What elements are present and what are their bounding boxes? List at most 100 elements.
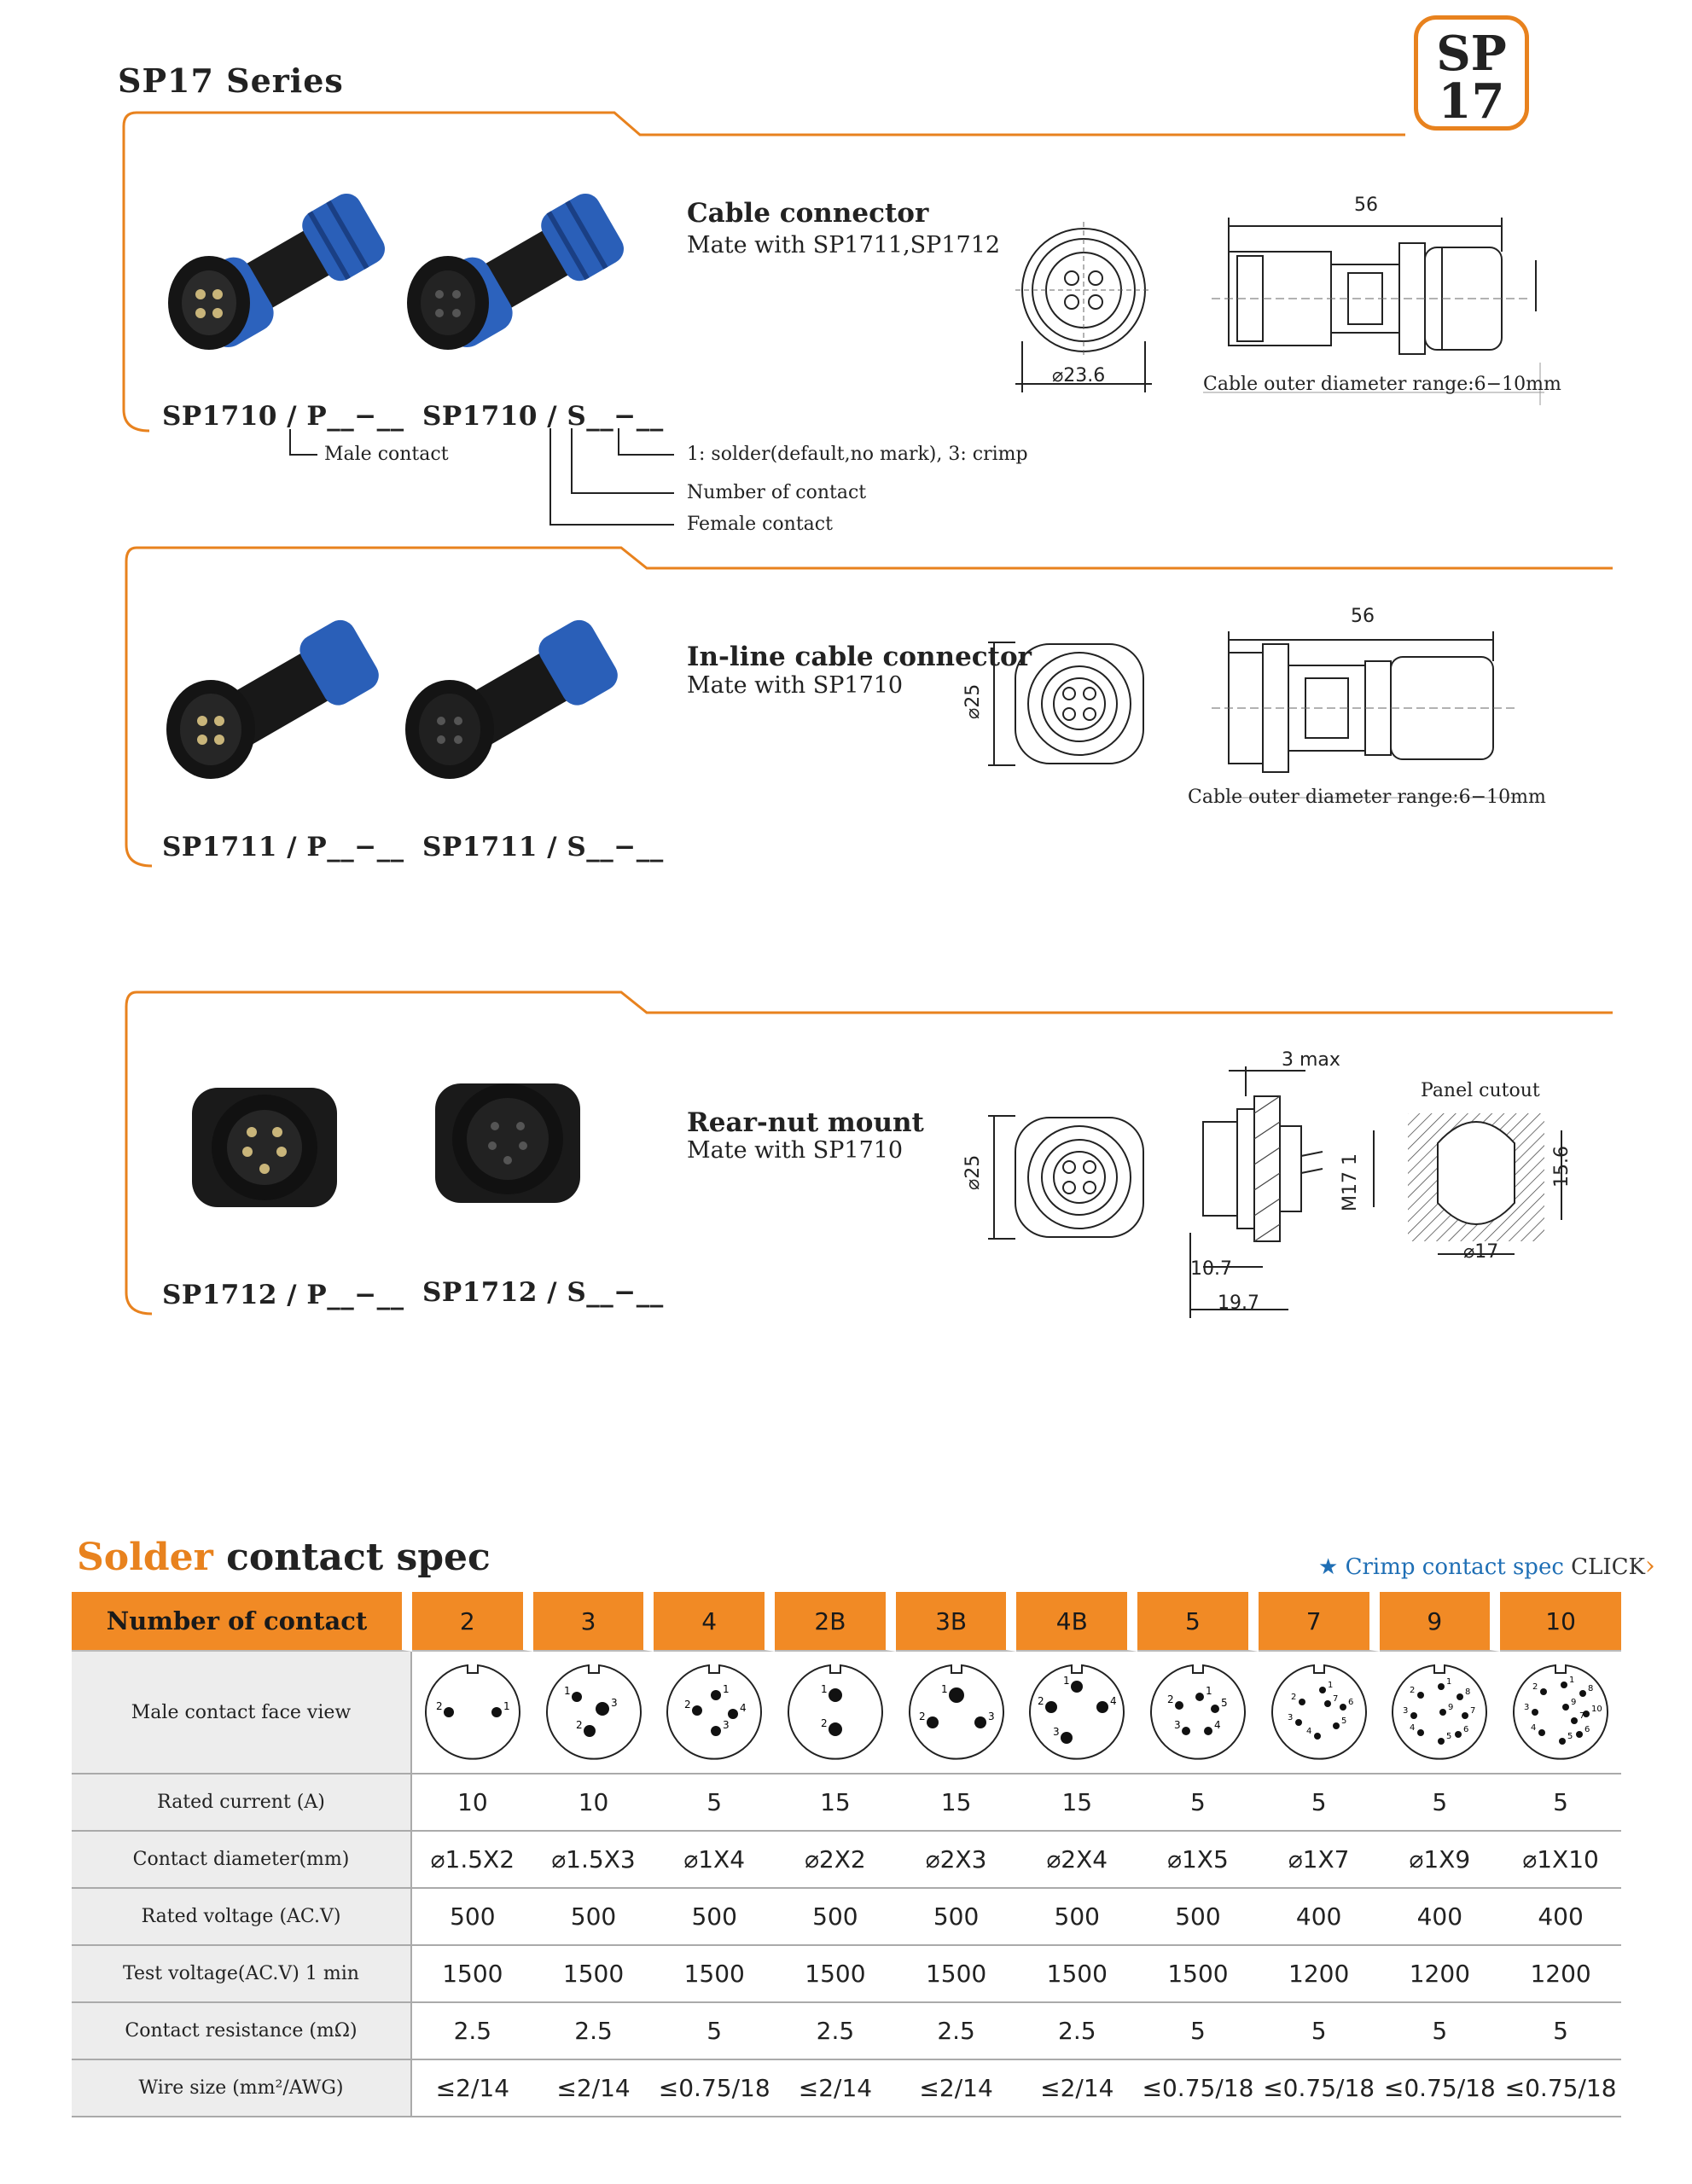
contact-pin	[728, 1709, 739, 1719]
col-header: 7	[1258, 1592, 1380, 1652]
pin-number: 1	[821, 1683, 828, 1695]
spec-cell: 500	[895, 1889, 1017, 1946]
drawing-front-view-sp1710	[1015, 222, 1152, 392]
note-male-contact: Male contact	[324, 444, 449, 465]
contact-pin	[948, 1687, 964, 1703]
contact-pin	[1181, 1727, 1190, 1735]
series-badge: SP 17	[1414, 15, 1529, 131]
panel-cutout-label: Panel cutout	[1421, 1080, 1540, 1101]
spec-cell: ≤2/14	[775, 2060, 896, 2117]
spec-cell: 500	[1137, 1889, 1259, 1946]
spec-cell: 1500	[654, 1946, 776, 2003]
spec-cell: 5	[1258, 1774, 1380, 1832]
spec-title: Solder contact spec	[77, 1536, 491, 1579]
dim-diameter-sp1711: ⌀25	[962, 683, 984, 719]
contact-pin	[1071, 1681, 1084, 1693]
series-title: SP17 Series	[118, 61, 344, 100]
spec-cell: 400	[1500, 1889, 1621, 1946]
product-photo-sp1712-female	[435, 1083, 580, 1203]
spec-cell: 1500	[1137, 1946, 1259, 2003]
panel-height-dim: 15.6	[1551, 1146, 1573, 1188]
drawing-front-view-sp1711	[988, 642, 1144, 766]
pin-number: 1	[1446, 1677, 1451, 1687]
drawing-front-view-sp1712	[988, 1115, 1144, 1240]
contact-pin	[1318, 1687, 1326, 1693]
crimp-spec-label: Crimp contact spec	[1345, 1554, 1564, 1580]
section-frame-lines	[122, 111, 1613, 1316]
row-label: Male contact face view	[72, 1652, 412, 1774]
contact-pin	[1540, 1688, 1548, 1695]
spec-cell: 500	[775, 1889, 896, 1946]
pin-number: 6	[1584, 1725, 1590, 1734]
spec-cell: 10	[412, 1774, 533, 1832]
spec-cell: 5	[1379, 1774, 1501, 1832]
spec-cell: 1500	[1016, 1946, 1138, 2003]
spec-cell: 2.5	[895, 2003, 1017, 2060]
contact-face-diagram: 132	[545, 1664, 642, 1760]
pin-number: 4	[1306, 1727, 1311, 1736]
spec-header-row: Number of contact 2 3 4 2B 3B 4B 5 7 9 1…	[72, 1592, 1621, 1652]
contact-face-outline	[908, 1664, 1004, 1760]
pin-number: 2	[684, 1699, 691, 1711]
contact-face-outline	[1149, 1664, 1246, 1760]
spec-cell: 500	[654, 1889, 776, 1946]
spec-cell: 1500	[412, 1946, 533, 2003]
pin-number: 3	[611, 1697, 618, 1709]
dim-diameter-sp1712: ⌀25	[962, 1154, 984, 1190]
spec-cell: ⌀1X4	[654, 1832, 776, 1889]
contact-pin	[1410, 1712, 1418, 1719]
spec-cell: 2.5	[532, 2003, 654, 2060]
contact-pin	[1462, 1712, 1469, 1719]
pin-number: 1	[1328, 1681, 1333, 1690]
col-header: 2	[412, 1592, 533, 1652]
dim-diameter-sp1710: ⌀23.6	[1052, 365, 1106, 386]
spec-cell: 500	[532, 1889, 654, 1946]
part-number-sp1710-male: SP1710 / P__−__	[162, 401, 404, 432]
contact-pin	[1294, 1719, 1302, 1726]
dim-length-sp1711: 56	[1351, 606, 1375, 627]
pin-number: 1	[941, 1683, 948, 1695]
crimp-spec-link[interactable]: ★ Crimp contact spec CLICK›	[1318, 1551, 1655, 1581]
panel-width-dim: ⌀17	[1463, 1241, 1499, 1263]
contact-face-diagram: 12	[787, 1664, 883, 1760]
pin-number: 6	[1348, 1698, 1353, 1707]
dim-19-7: 19.7	[1218, 1292, 1259, 1314]
dim-length-sp1710: 56	[1354, 195, 1378, 216]
contact-pin	[491, 1707, 502, 1717]
contact-pin	[1439, 1709, 1447, 1716]
spec-cell: ⌀1.5X2	[412, 1832, 533, 1889]
contact-pin	[1417, 1692, 1425, 1699]
part-number-sp1712-female: SP1712 / S__−__	[422, 1277, 664, 1308]
pin-number: 4	[1531, 1723, 1536, 1733]
pin-number: 3	[988, 1711, 995, 1722]
contact-pin	[1096, 1701, 1109, 1713]
contact-pin	[1174, 1701, 1183, 1710]
product-photo-sp1710-female	[407, 193, 624, 350]
col-header: 4	[654, 1592, 776, 1652]
section-mate-inline-connector: Mate with SP1710	[687, 672, 904, 699]
spec-cell: 2.5	[412, 2003, 533, 2060]
spec-cell: 5	[1258, 2003, 1380, 2060]
contact-pin	[571, 1692, 582, 1702]
spec-cell: 5	[654, 1774, 776, 1832]
col-header: 3B	[895, 1592, 1017, 1652]
contact-pin	[1195, 1693, 1204, 1701]
spec-cell: 5	[1137, 1774, 1259, 1832]
pin-number: 1	[1063, 1675, 1070, 1687]
row-label: Test voltage(AC.V) 1 min	[72, 1946, 412, 2003]
badge-line-1: SP	[1436, 26, 1507, 82]
pin-number: 2	[1410, 1686, 1415, 1695]
part-number-sp1711-female: SP1711 / S__−__	[422, 832, 664, 863]
contact-pin	[1045, 1701, 1058, 1713]
contact-pin	[1532, 1709, 1539, 1716]
